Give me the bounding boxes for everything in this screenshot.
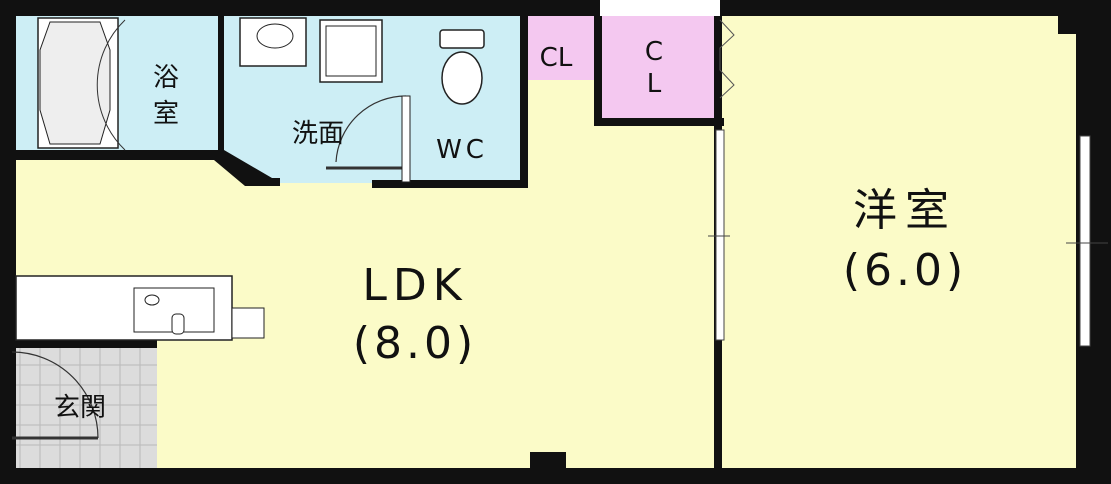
- washing-machine-inner: [325, 25, 377, 77]
- toilet-tank: [439, 29, 485, 49]
- closet-large-floor: [600, 16, 720, 118]
- western-floor: [722, 16, 1094, 468]
- entrance-label: 玄関: [54, 393, 106, 423]
- closet-small-label: CL: [540, 43, 573, 73]
- entrance-floor: [0, 348, 157, 468]
- sliding-door: [715, 129, 725, 341]
- washroom-label: 洗面: [292, 119, 344, 149]
- ldk-label: LDK: [362, 260, 467, 311]
- bath-label-2: 室: [153, 99, 179, 129]
- fridge-space: [231, 307, 265, 339]
- western-label: 洋室: [853, 185, 957, 236]
- closet-doors: [719, 19, 735, 99]
- washroom-door-arc: [335, 95, 407, 163]
- kitchen-tap: [171, 313, 185, 335]
- toilet-bowl: [441, 51, 483, 105]
- entrance-tile-grid: [0, 348, 157, 468]
- closet-large-label-2: L: [647, 69, 662, 99]
- sink-basin: [256, 23, 294, 49]
- western-size-label: (6.0): [843, 245, 967, 296]
- bath-door-arc: [96, 19, 126, 151]
- partition: [401, 95, 411, 183]
- bathtub-inner: [39, 21, 111, 145]
- entrance-door-arc: [11, 351, 99, 439]
- toilet-label: WC: [436, 135, 488, 165]
- closet-large-label-1: C: [645, 37, 663, 67]
- window-right: [1079, 135, 1091, 347]
- closet-small-floor: [528, 16, 600, 80]
- washing-machine-pan: [319, 19, 383, 83]
- ldk-size-label: (8.0): [353, 318, 477, 369]
- bath-label-1: 浴: [153, 63, 179, 93]
- kitchen-drain: [144, 294, 160, 306]
